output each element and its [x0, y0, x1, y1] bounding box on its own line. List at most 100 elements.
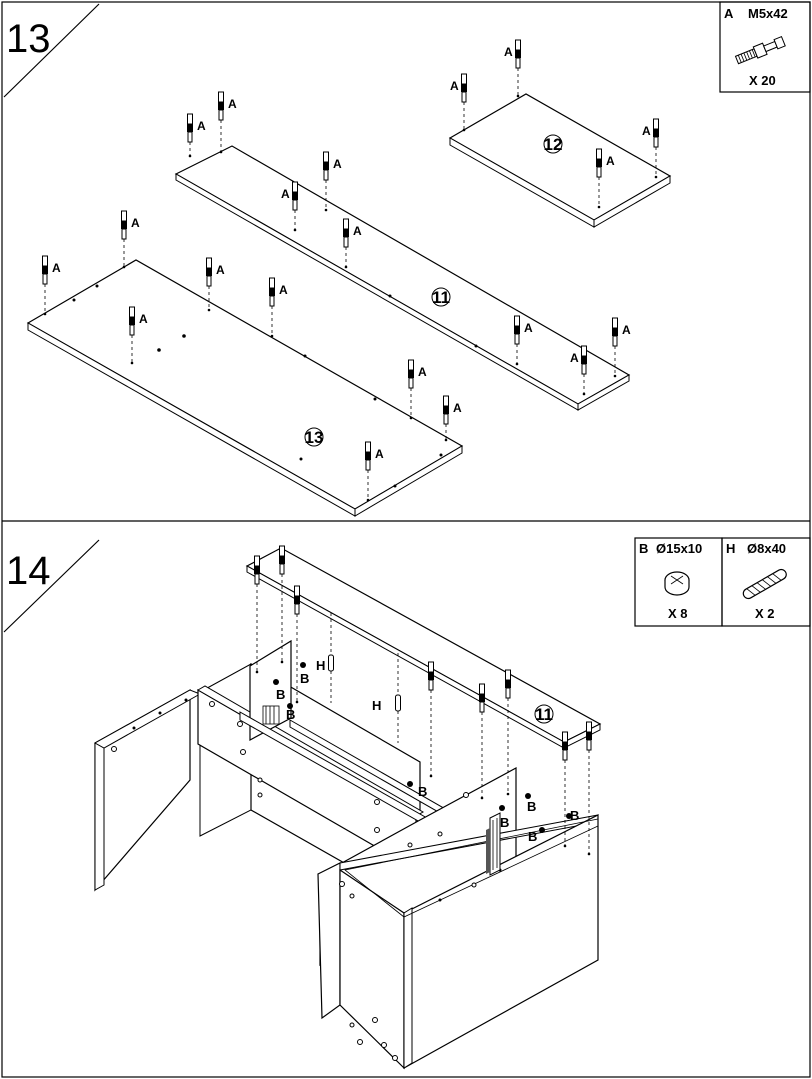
cam-bolt-a-19-letter: A [570, 351, 579, 365]
cam-bolt-a-16: A [642, 118, 659, 179]
cam-bolt-a-15-letter: A [450, 79, 459, 93]
part-box-a: A M5x42 X 20 [719, 1, 811, 93]
cam-lock-b-letter: B [527, 799, 536, 814]
cam-bolt-2 [279, 545, 285, 664]
wooden-dowel-icon [742, 568, 787, 600]
cam-bolt-a-10: A [343, 218, 362, 269]
dowel-h-2: H [372, 653, 401, 743]
cam-bolt-a-14-letter: A [504, 45, 513, 59]
cam-bolt-a-10-letter: A [353, 224, 362, 238]
cam-bolt-a-2: A [121, 210, 140, 269]
cam-bolt-a-18: A [514, 315, 533, 366]
cam-bolt-a-8: A [323, 151, 342, 212]
cam-bolt-a-1-letter: A [52, 261, 61, 275]
cam-lock-b-letter: B [500, 815, 509, 830]
cam-lock-b-5: B [525, 793, 536, 814]
cam-bolt-a-7-letter: A [228, 97, 237, 111]
cam-bolt-a-15: A [450, 73, 467, 132]
panel-12: 12 [448, 93, 672, 228]
cam-bolt-a-17-letter: A [606, 154, 615, 168]
panel-13-label: 13 [305, 428, 324, 447]
cam-bolt-a-19: A [570, 345, 587, 396]
cam-bolt-7 [562, 731, 568, 848]
top-panel-11: 11 [245, 547, 602, 749]
cam-bolt-a-13-letter: A [375, 447, 384, 461]
step-14-number: 14 [6, 549, 51, 593]
cam-bolt-a-5: A [269, 277, 288, 338]
part-box-h: H Ø8x40 X 2 [721, 537, 811, 627]
cam-bolt-a-17: A [596, 148, 615, 209]
cam-bolt-a-20-letter: A [622, 323, 631, 337]
cam-bolt-6 [505, 669, 511, 796]
cam-bolts-step14 [254, 545, 592, 856]
cam-lock-b-4: B [407, 781, 427, 799]
cam-bolt-a-9: A [281, 181, 298, 232]
cam-bolt-icon [734, 35, 786, 65]
step-13-number: 13 [6, 17, 51, 61]
cam-lock-b-1: B [300, 662, 309, 686]
part-b-letter: B [639, 541, 648, 556]
cam-lock-b-8: B [528, 827, 545, 844]
cam-bolt-8 [586, 721, 592, 856]
cam-bolt-a-6: A [187, 113, 206, 158]
cam-bolt-a-16-letter: A [642, 124, 651, 138]
cam-bolt-a-4: A [129, 306, 148, 365]
cam-lock-icon [664, 571, 690, 596]
part-h-qty: X 2 [755, 606, 775, 621]
panel-11-label-step13: 11 [432, 288, 450, 307]
part-b-size: Ø15x10 [656, 541, 702, 556]
part-box-b: B Ø15x10 X 8 [634, 537, 723, 627]
part-a-qty: X 20 [749, 73, 776, 88]
cam-bolt-a-2-letter: A [131, 216, 140, 230]
cam-bolt-a-12-letter: A [453, 401, 462, 415]
cam-lock-b-letter: B [418, 784, 427, 799]
panel-13: 13 [26, 259, 464, 517]
cam-bolt-a-11: A [408, 359, 427, 420]
right-cabinet-block [317, 766, 599, 1070]
cam-bolt-a-12: A [443, 395, 462, 442]
cam-lock-b-letter: B [276, 687, 285, 702]
dowel-h-letter: H [316, 658, 325, 673]
cam-bolt-a-20: A [612, 317, 631, 378]
cam-bolts-a: A A A A A A A A A A A A A A A A A A A A [42, 39, 659, 502]
cam-bolt-a-7: A [218, 91, 237, 154]
part-b-qty: X 8 [668, 606, 688, 621]
cam-bolt-5 [479, 683, 485, 800]
panel-12-label: 12 [544, 135, 563, 154]
cam-lock-b-3: B [286, 703, 295, 722]
cam-bolt-a-1: A [42, 255, 61, 316]
cam-lock-b-2: B [273, 679, 285, 702]
cam-bolt-a-8-letter: A [333, 157, 342, 171]
cam-lock-b-6: B [499, 805, 509, 830]
left-side-panel [93, 688, 202, 892]
cam-bolt-a-9-letter: A [281, 187, 290, 201]
part-a-size: M5x42 [748, 6, 788, 21]
part-a-letter: A [724, 6, 734, 21]
cam-lock-b-7: B [566, 808, 579, 823]
cam-bolt-a-5-letter: A [279, 283, 288, 297]
cam-bolt-a-4-letter: A [139, 312, 148, 326]
cam-bolt-a-13: A [365, 441, 384, 502]
cam-bolt-1 [254, 555, 260, 674]
cam-lock-b-letter: B [528, 829, 537, 844]
dowel-h-letter: H [372, 698, 381, 713]
cam-bolt-4 [428, 661, 434, 778]
panel-11-label-step14: 11 [535, 705, 553, 724]
cam-bolt-a-6-letter: A [197, 119, 206, 133]
cam-bolt-a-14: A [504, 39, 521, 98]
dowels-h: HH [316, 613, 401, 743]
cam-bolt-a-3-letter: A [216, 263, 225, 277]
cam-lock-b-letter: B [286, 707, 295, 722]
cam-bolt-a-3: A [206, 257, 225, 312]
part-h-size: Ø8x40 [747, 541, 786, 556]
part-h-letter: H [726, 541, 735, 556]
cam-lock-b-letter: B [570, 808, 579, 823]
cam-bolt-a-11-letter: A [418, 365, 427, 379]
dowel-h-1: H [316, 613, 334, 703]
cam-lock-b-letter: B [300, 671, 309, 686]
cam-bolt-a-18-letter: A [524, 321, 533, 335]
step-13-badge: 13 [3, 3, 100, 98]
